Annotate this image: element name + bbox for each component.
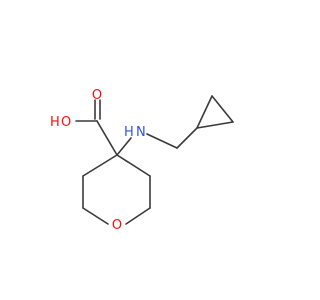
amine-hydrogen-label: H: [124, 125, 134, 140]
bond-cyclopropyl-2: [211, 95, 234, 123]
bond-ring-c3b-c4: [116, 154, 151, 177]
bond-n-ch2: [146, 133, 178, 149]
bond-c4-n: [116, 137, 132, 156]
hydroxyl-hydrogen-label: H: [50, 115, 60, 130]
hydroxyl-oxygen-label: O: [61, 115, 71, 130]
amine-nitrogen-label: N: [136, 125, 146, 140]
atom-labels: H O O H N O: [50, 88, 146, 233]
bond-c4-carboxyl-c: [96, 120, 118, 156]
molecule-diagram: H O O H N O: [50, 88, 234, 233]
ring-oxygen-label: O: [112, 218, 122, 233]
bond-cyclopropyl-3: [196, 121, 234, 129]
carbonyl-oxygen-label: O: [92, 88, 102, 103]
bond-ring-o-c2b: [125, 207, 151, 225]
bond-ring-c4-c3a: [82, 154, 118, 177]
bond-cyclopropyl-1: [196, 95, 213, 129]
bond-ch2-cyclopropyl: [176, 127, 198, 149]
bond-ring-c2a-o: [82, 207, 109, 225]
bonds: [75, 95, 234, 225]
